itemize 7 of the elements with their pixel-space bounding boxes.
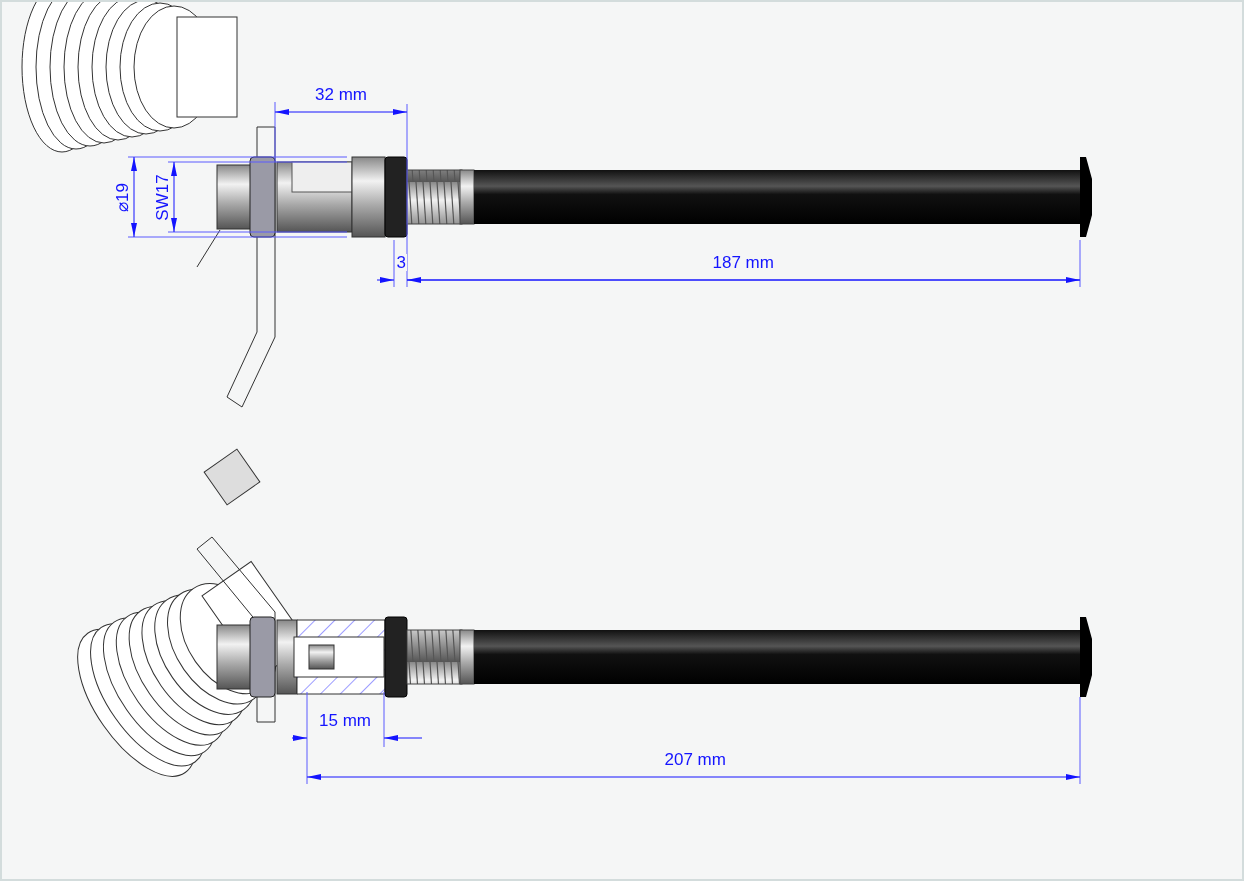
dimension-label: 187 mm <box>711 253 775 271</box>
dimension-label: 207 mm <box>663 750 727 768</box>
dimension-label: 32 mm <box>314 85 368 103</box>
dimension-label: 15 mm <box>318 711 372 729</box>
dimension-label: SW17 <box>153 172 171 222</box>
dimension-label: ⌀19 <box>113 181 131 213</box>
dimension-label: 3 <box>395 253 407 271</box>
